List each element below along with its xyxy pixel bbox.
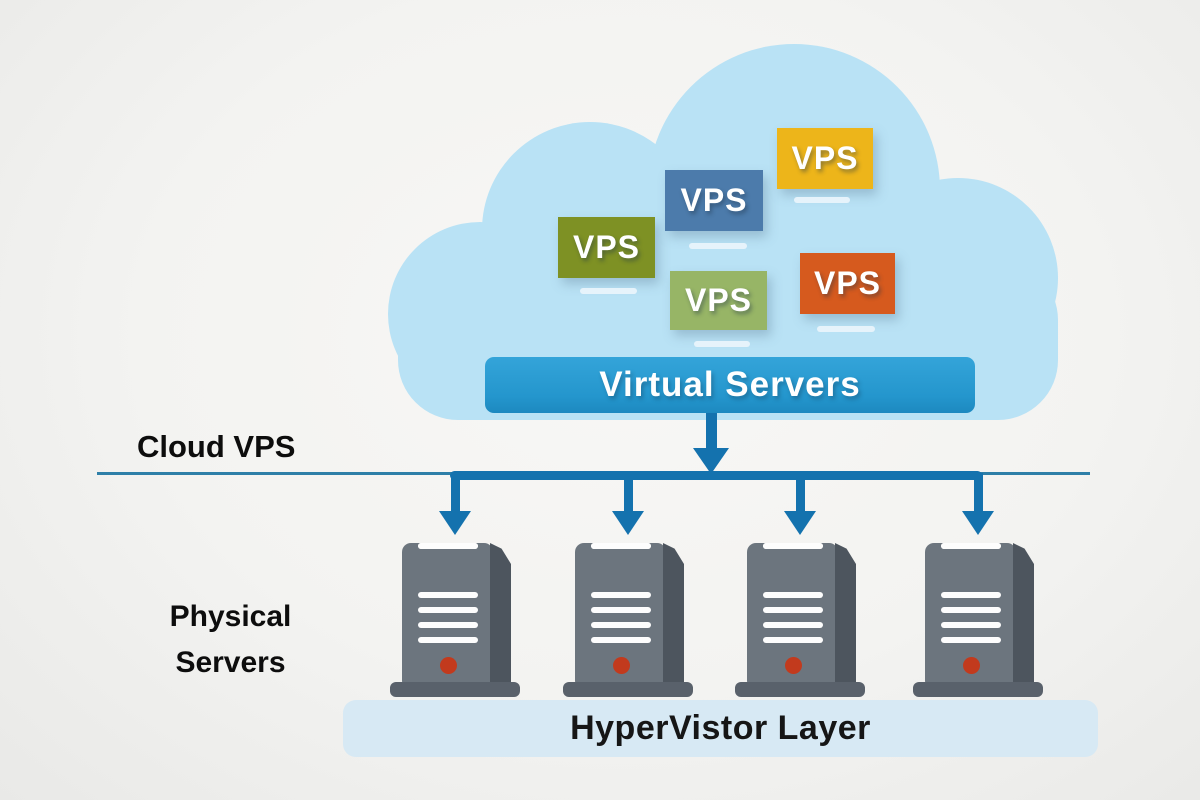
vps-underline xyxy=(694,341,750,347)
server-slat xyxy=(591,607,651,613)
drop-arrow-shaft-4 xyxy=(974,473,983,513)
cloud-vps-label: Cloud VPS xyxy=(137,429,296,464)
physical-server-icon-3 xyxy=(735,543,865,698)
server-slat xyxy=(941,592,1001,598)
server-led-icon xyxy=(613,657,630,674)
server-side-panel xyxy=(663,543,684,683)
hypervisor-layer-label: HyperVistor Layer xyxy=(570,709,871,747)
vps-box-blue: VPS xyxy=(665,170,763,231)
vps-label: VPS xyxy=(680,182,748,218)
drop-arrow-down-icon-2 xyxy=(612,511,644,535)
connector-trunk-bar xyxy=(450,471,982,480)
server-base xyxy=(913,682,1043,697)
server-side-panel xyxy=(490,543,511,683)
server-slat xyxy=(941,622,1001,628)
physical-server-icon-4 xyxy=(913,543,1043,698)
physical-server-icon-2 xyxy=(563,543,693,698)
server-slat xyxy=(763,637,823,643)
server-slat xyxy=(941,607,1001,613)
server-slat xyxy=(418,543,478,549)
vps-underline xyxy=(689,243,747,249)
physical-servers-label: Physical Servers xyxy=(118,594,343,686)
server-base xyxy=(735,682,865,697)
physical-servers-label-line2: Servers xyxy=(175,645,286,679)
vps-label: VPS xyxy=(572,229,641,265)
center-arrow-down-icon xyxy=(693,448,729,474)
server-slat xyxy=(941,543,1001,549)
server-slat xyxy=(418,592,478,598)
server-side-panel xyxy=(835,543,856,683)
vps-label: VPS xyxy=(791,140,859,176)
vps-box-olive: VPS xyxy=(558,217,655,278)
hypervisor-layer-bar: HyperVistor Layer xyxy=(343,700,1098,757)
server-slat xyxy=(591,543,651,549)
server-slat xyxy=(591,592,651,598)
vps-box-gold: VPS xyxy=(777,128,873,189)
server-base xyxy=(390,682,520,697)
physical-server-icon-1 xyxy=(390,543,520,698)
server-slat xyxy=(418,622,478,628)
drop-arrow-shaft-3 xyxy=(796,473,805,513)
vps-box-green: VPS xyxy=(670,271,767,330)
server-led-icon xyxy=(785,657,802,674)
server-slat xyxy=(591,622,651,628)
server-base xyxy=(563,682,693,697)
server-led-icon xyxy=(440,657,457,674)
server-slat xyxy=(763,622,823,628)
server-slat xyxy=(941,637,1001,643)
vps-label: VPS xyxy=(813,265,882,301)
vps-underline xyxy=(794,197,850,203)
virtual-servers-banner: Virtual Servers xyxy=(485,357,975,413)
vps-underline xyxy=(817,326,875,332)
physical-servers-label-line1: Physical xyxy=(169,600,292,633)
center-arrow-shaft xyxy=(706,412,717,450)
drop-arrow-down-icon-1 xyxy=(439,511,471,535)
vps-underline xyxy=(580,288,637,294)
vps-box-orange: VPS xyxy=(800,253,895,314)
drop-arrow-shaft-1 xyxy=(451,473,460,513)
server-slat xyxy=(763,607,823,613)
drop-arrow-shaft-2 xyxy=(624,473,633,513)
virtual-servers-label: Virtual Servers xyxy=(599,365,861,404)
server-side-panel xyxy=(1013,543,1034,683)
server-led-icon xyxy=(963,657,980,674)
server-slat xyxy=(763,592,823,598)
server-slat xyxy=(418,637,478,643)
server-slat xyxy=(591,637,651,643)
drop-arrow-down-icon-3 xyxy=(784,511,816,535)
drop-arrow-down-icon-4 xyxy=(962,511,994,535)
server-slat xyxy=(418,607,478,613)
vps-label: VPS xyxy=(684,282,753,318)
server-slat xyxy=(763,543,823,549)
